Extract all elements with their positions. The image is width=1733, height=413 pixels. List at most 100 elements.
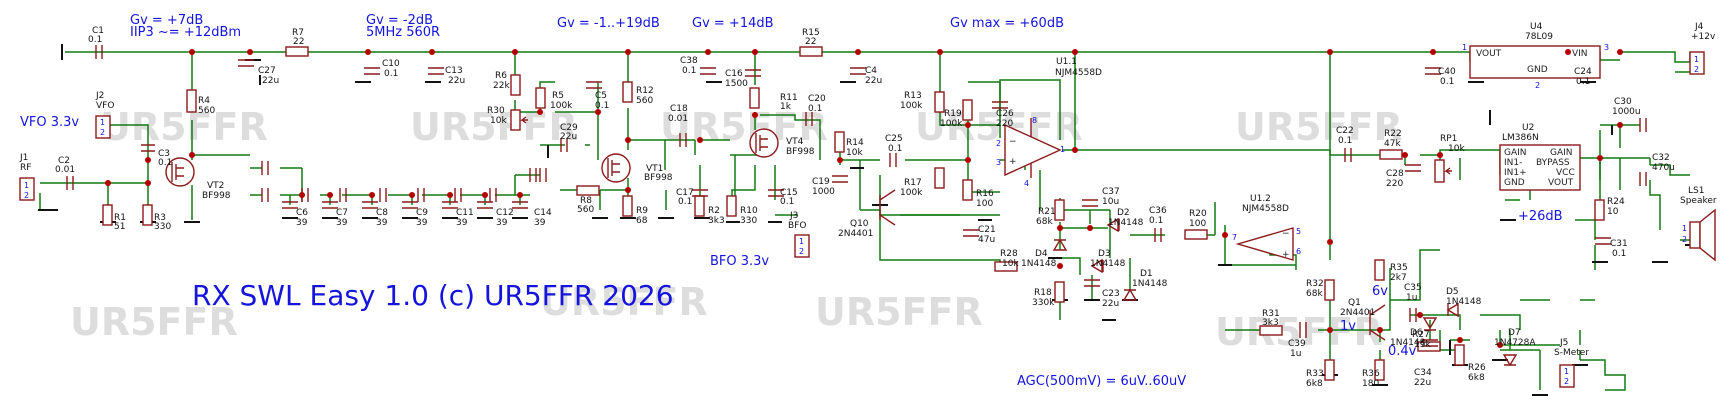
- label-c2-ref: C2: [58, 156, 70, 166]
- capacitors: [66, 45, 1647, 347]
- label-c39-ref: C39: [1288, 339, 1306, 349]
- capacitor-c30: [1639, 118, 1647, 132]
- label-j5-ref: J5: [1559, 338, 1568, 348]
- label-d3-val: 1N4148: [1090, 259, 1126, 269]
- label-r36-val: 180: [1362, 379, 1379, 389]
- label-c3-val: 0.1: [158, 158, 172, 168]
- label-c16-val: 1500: [725, 79, 748, 89]
- label-c24-val: 0.1: [1576, 77, 1590, 87]
- label-r8-ref: R8: [580, 196, 592, 206]
- resistor-r24: [1594, 199, 1605, 221]
- label-c4-val: 22u: [865, 76, 882, 86]
- label-rp1-ref: RP1: [1440, 134, 1457, 144]
- label-c35-val: 1u: [1406, 293, 1417, 303]
- ic-pin-labels: VOUT VIN GND 1 3 2 GAIN IN1- IN1+ GND GA…: [996, 43, 1609, 256]
- label-c1-ref: C1: [92, 26, 104, 36]
- potentiometer-rp1: [1434, 159, 1445, 183]
- label-c21-ref: C21: [978, 225, 996, 235]
- resistor-r2: [694, 195, 705, 217]
- label-r24-ref: R24: [1607, 197, 1625, 207]
- label-rp1-val: 10k: [1448, 144, 1465, 154]
- label-r16-val: 100: [976, 199, 993, 209]
- u4-pin-2: 2: [1535, 81, 1540, 90]
- resistor-r3: [142, 204, 153, 226]
- label-c29-ref: C29: [560, 123, 578, 133]
- connector-j1: [19, 177, 35, 201]
- capacitor-c36: [1154, 228, 1162, 242]
- resistor-r7: [285, 46, 309, 57]
- resistor-r28: [994, 261, 1018, 272]
- u11-pin-4: 4: [1024, 179, 1029, 188]
- label-r11-ref: R11: [780, 93, 798, 103]
- label-c24-ref: C24: [1574, 67, 1592, 77]
- resistor-r20: [1184, 229, 1208, 240]
- label-r14-val: 10k: [846, 148, 863, 158]
- label-j3-pin1: 1: [799, 237, 804, 246]
- label-j4-pin2: 2: [1694, 65, 1699, 74]
- diode-d2: [1106, 217, 1120, 233]
- u12-pin-7: 7: [1232, 233, 1237, 242]
- label-d1-val: 1N4148: [1132, 279, 1168, 289]
- label-d3-ref: D3: [1098, 249, 1111, 259]
- label-c26-ref: C26: [996, 109, 1014, 119]
- capacitor-c18: [679, 133, 687, 147]
- capacitor-c22: [1344, 148, 1352, 162]
- diode-d4: [1052, 238, 1068, 251]
- label-j1-ref: J1: [19, 153, 28, 163]
- label-c22-ref: C22: [1336, 126, 1354, 136]
- transistor-q1: [1369, 304, 1386, 341]
- capacitor-c35: [1409, 308, 1417, 322]
- label-vt2-ref: VT2: [207, 181, 224, 191]
- label-r26-val: 6k8: [1468, 373, 1485, 383]
- diode-d1: [1122, 288, 1138, 301]
- label-c28-ref: C28: [1386, 169, 1404, 179]
- junction-dots: [105, 49, 1623, 348]
- label-r16-ref: R16: [976, 189, 994, 199]
- note-v-04v: 0.4v: [1388, 344, 1417, 359]
- label-r22-ref: R22: [1384, 129, 1402, 139]
- label-u2-ref: U2: [1522, 123, 1534, 133]
- u4-pin-vout: VOUT: [1476, 49, 1502, 59]
- diodes: [1052, 217, 1518, 367]
- label-c2-val: 0.01: [55, 165, 75, 175]
- resistor-r32: [1324, 279, 1335, 301]
- capacitor-c4: [850, 67, 866, 75]
- label-d4-ref: D4: [1035, 249, 1048, 259]
- label-j4-pin1: 1: [1694, 55, 1699, 64]
- resistor-r22: [1379, 149, 1403, 160]
- label-r6-val: 22k: [493, 81, 510, 91]
- label-c34-val: 22u: [1414, 378, 1431, 388]
- label-r22-val: 47k: [1384, 139, 1401, 149]
- label-r5-val: 100k: [550, 101, 573, 111]
- label-r19-ref: R19: [944, 109, 962, 119]
- label-u12-ref: U1.2: [1250, 194, 1271, 204]
- connector-j3: [794, 234, 810, 258]
- label-d7-val: 1N4728A: [1494, 338, 1536, 348]
- label-c15-val: 0.1: [780, 197, 794, 207]
- u4-pin-vin: VIN: [1572, 49, 1588, 59]
- capacitor-coupling-4: [454, 188, 497, 202]
- label-c32-val: 470u: [1652, 163, 1675, 173]
- capacitor-c29: [560, 138, 568, 152]
- label-c7-val: 39: [336, 218, 348, 228]
- label-d2-ref: D2: [1117, 208, 1130, 218]
- label-c13-val: 22u: [448, 76, 465, 86]
- capacitor-c38: [700, 67, 716, 75]
- resistor-r1: [102, 204, 113, 226]
- transistor-vt2: [165, 157, 195, 187]
- label-c11-ref: C11: [456, 208, 474, 218]
- label-c6-ref: C6: [296, 208, 308, 218]
- capacitor-c27: [238, 59, 254, 67]
- label-c22-val: 0.1: [1338, 136, 1352, 146]
- u4-pin-gnd: GND: [1527, 65, 1548, 75]
- label-vt4-ref: VT4: [786, 137, 804, 147]
- label-ls1-pin1: 1: [1682, 224, 1687, 233]
- capacitor-c3: [141, 144, 155, 152]
- label-j2-pin2: 2: [100, 128, 105, 137]
- label-c37-ref: C37: [1102, 187, 1120, 197]
- capacitor-c1: [95, 45, 103, 59]
- label-c36-val: 0.1: [1149, 216, 1163, 226]
- label-c7-ref: C7: [336, 208, 348, 218]
- resistor-r14: [834, 131, 845, 153]
